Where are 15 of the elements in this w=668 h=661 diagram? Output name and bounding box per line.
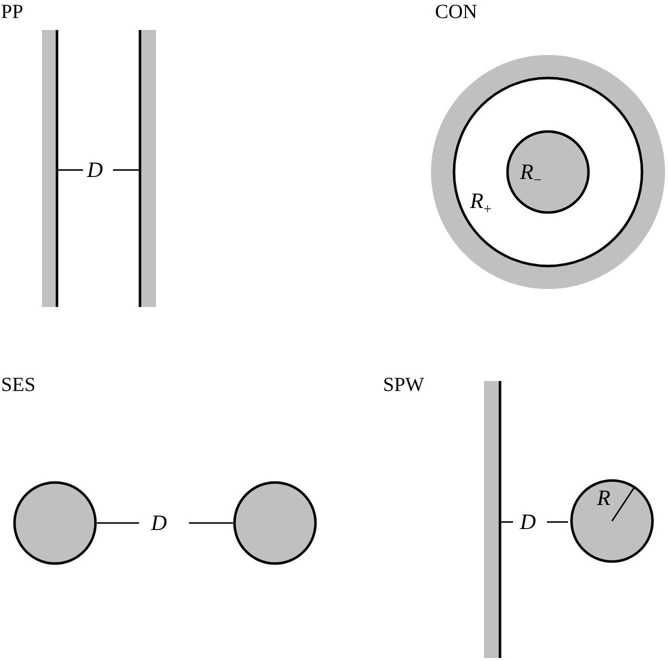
radius-label: R$_{−}$ [520,161,542,188]
sphere-circle [570,479,654,563]
distance-label: D [151,512,167,534]
panel-label: SPW [383,375,424,395]
panel-label: SES [1,375,36,395]
panel-label: PP [1,2,24,22]
sphere-circle [506,130,590,214]
distance-label: D [87,159,103,181]
sphere-circle [13,481,97,565]
ring-circle [431,55,665,289]
panel-label: CON [435,2,478,22]
distance-label: D [520,511,536,533]
sphere-circle [233,481,317,565]
radius-label: R$_{+}$ [470,190,492,217]
radius-label: R [597,487,610,509]
